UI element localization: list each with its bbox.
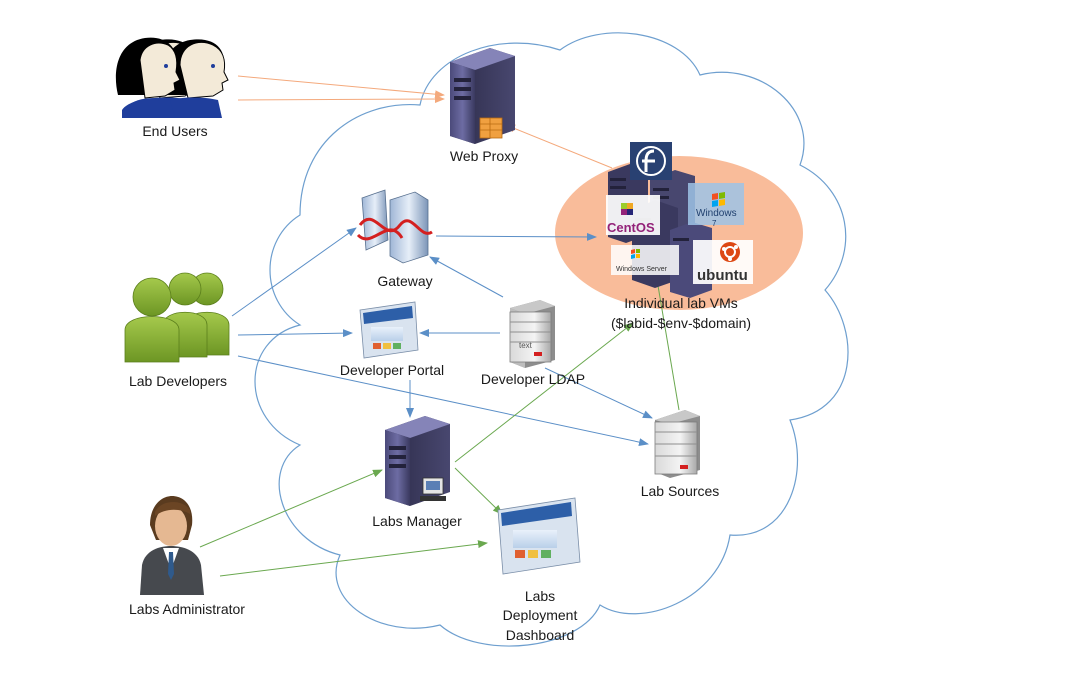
arrow-manager-dashboard [454, 467, 503, 515]
cloud-boundary [254, 32, 849, 647]
lab-sources-icon [654, 410, 700, 478]
developer-portal-icon [359, 301, 419, 359]
vms-label-line1: Individual lab VMs [624, 295, 738, 311]
arrow-ldap-labsources [544, 367, 653, 419]
ldap-tag-text: text [519, 341, 533, 350]
windows-server-logo-text: Windows Server [616, 266, 668, 273]
arrow-dev-portal [237, 329, 353, 338]
ubuntu-logo-icon [693, 240, 753, 284]
windows7-logo-icon [688, 183, 744, 225]
dashboard-label-line2: Deployment [502, 607, 578, 623]
lab-developers-label: Lab Developers [128, 373, 228, 389]
end-users-icon [115, 37, 229, 118]
dashboard-label-line1: Labs [524, 588, 556, 604]
fedora-logo-icon [630, 142, 672, 180]
web-proxy-label: Web Proxy [449, 148, 519, 164]
windows-server-logo-icon [611, 245, 679, 275]
arrow-vms-proxy [505, 124, 613, 169]
arrow-endusers-proxy-1 [237, 75, 445, 99]
developer-ldap-icon [509, 300, 555, 368]
ubuntu-logo-text: ubuntu [697, 267, 748, 284]
arrow-gateway-vms [435, 232, 597, 241]
vms-label-line2: ($labid-$env-$domain) [610, 315, 752, 331]
labs-manager-label: Labs Manager [372, 513, 462, 529]
arrow-admin-dashboard [219, 540, 488, 577]
end-users-label: End Users [142, 123, 208, 139]
developer-ldap-label: Developer LDAP [480, 371, 586, 387]
arrow-admin-manager [199, 469, 383, 548]
lab-developers-icon [124, 272, 230, 363]
arrow-dev-gateway [231, 227, 357, 317]
windows7-logo-text: Windows [696, 208, 737, 219]
windows7-version-text: 7 [712, 219, 717, 228]
labs-deployment-dashboard-icon [497, 497, 581, 575]
labs-manager-icon [385, 416, 450, 506]
developer-portal-label: Developer Portal [339, 362, 445, 378]
arrow-dev-labsources [237, 355, 649, 447]
labs-administrator-label: Labs Administrator [129, 601, 245, 617]
web-proxy-icon [450, 48, 515, 144]
lab-sources-label: Lab Sources [640, 483, 720, 499]
centos-logo-text: CentOS [607, 220, 655, 235]
arrow-endusers-proxy-2 [237, 95, 445, 104]
arrow-manager-vms [454, 322, 634, 463]
gateway-icon [356, 189, 433, 264]
centos-logo-icon [606, 195, 660, 235]
gateway-label: Gateway [377, 273, 433, 289]
connections [199, 75, 680, 577]
arrow-ldap-gateway [429, 256, 504, 298]
labs-administrator-icon [140, 496, 204, 595]
dashboard-label-line3: Dashboard [505, 627, 575, 643]
